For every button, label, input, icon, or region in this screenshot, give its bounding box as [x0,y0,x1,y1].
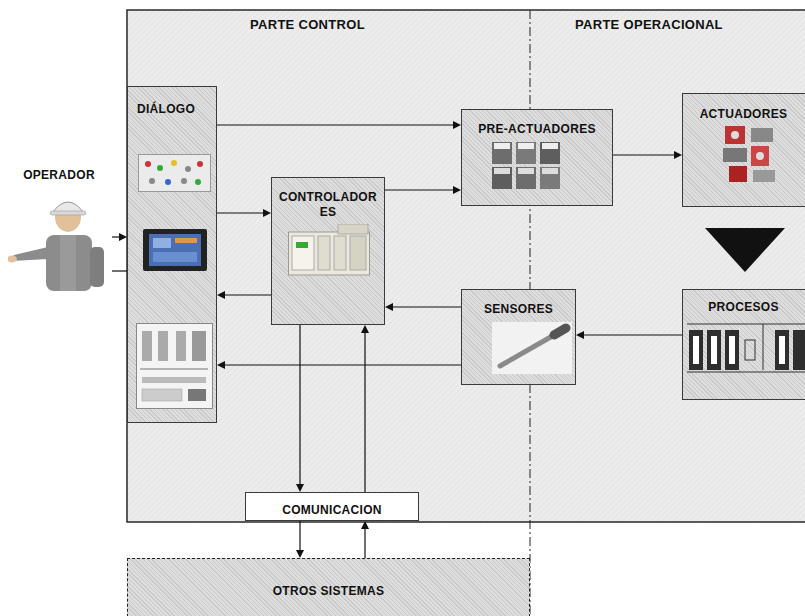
action-triangle [705,228,785,272]
connector-line [217,124,454,125]
process-machine-picture [687,320,805,376]
operator-figure [8,189,112,291]
contactor-picture [490,140,564,192]
connector-line [112,236,120,237]
box-heading: DIÁLOGO [137,102,195,117]
connector-arrow [576,331,682,339]
arrow-head [361,521,369,529]
arrow-head [217,361,225,369]
sensor-probe-picture [492,322,572,374]
box-heading: COMUNICACION [282,503,382,518]
box-heading: PROCESOS [708,300,778,315]
region-label: PARTE OPERACIONAL [575,17,723,32]
box-heading: OTROS SISTEMAS [273,584,385,599]
operator-figure-box: OPERADOR [6,163,112,293]
arrow-head [119,233,127,241]
connector-line [583,334,682,335]
arrow-head [453,186,461,194]
arrow-head [361,325,369,333]
arrow-head [296,550,304,558]
controller-box: CONTROLADOR ES [271,177,385,325]
connector-line [364,332,365,492]
arrow-head [576,331,584,339]
connector-arrow [361,325,369,492]
arrow-head [296,484,304,492]
connector-line [217,212,264,213]
connector-arrow [385,303,461,311]
system-border [127,10,805,522]
connector-arrow [385,186,461,194]
dialog-box: DIÁLOGO [127,86,217,423]
connector-arrow [112,271,127,272]
actuator-box: ACTUADORES [682,93,805,207]
connector-arrow [217,361,461,369]
connector-line [224,364,461,365]
box-heading: SENSORES [484,302,553,317]
connector-arrow [217,121,461,129]
connector-arrow [112,233,127,241]
process-box: PROCESOS [682,289,805,400]
connector-line [299,325,300,485]
arrow-head [217,291,225,299]
box-heading: OPERADOR [23,168,95,183]
connector-line [364,528,365,558]
keypad-picture [138,154,211,192]
external-systems-box: OTROS SISTEMAS [127,558,530,616]
arrow-head [453,121,461,129]
box-heading: CONTROLADOR ES [278,190,378,220]
region-label: PARTE CONTROL [250,17,365,32]
arrow-head [385,303,393,311]
connector-line [112,270,127,271]
connector-line [299,521,300,551]
connector-arrow [705,228,785,272]
plc-picture [288,224,370,276]
arrow-head [263,209,271,217]
touch-screen-picture [143,229,207,271]
pre-actuator-box: PRE-ACTUADORES [461,109,613,206]
communication-box: COMUNICACION [245,492,419,521]
connector-line [392,306,461,307]
connector-arrow [613,151,682,159]
connector-line [385,189,454,190]
connector-arrow [361,521,369,558]
connector-line [224,294,271,295]
connector-arrow [296,325,304,492]
connector-arrow [217,209,271,217]
sensor-box: SENSORES [461,289,576,385]
connector-arrow [296,521,304,558]
box-heading: ACTUADORES [700,107,788,122]
connector-arrow [217,291,271,299]
control-panel-picture [136,323,213,409]
actuator-picture [721,122,779,186]
arrow-head [674,151,682,159]
box-heading: PRE-ACTUADORES [478,122,596,137]
connector-line [613,154,675,155]
